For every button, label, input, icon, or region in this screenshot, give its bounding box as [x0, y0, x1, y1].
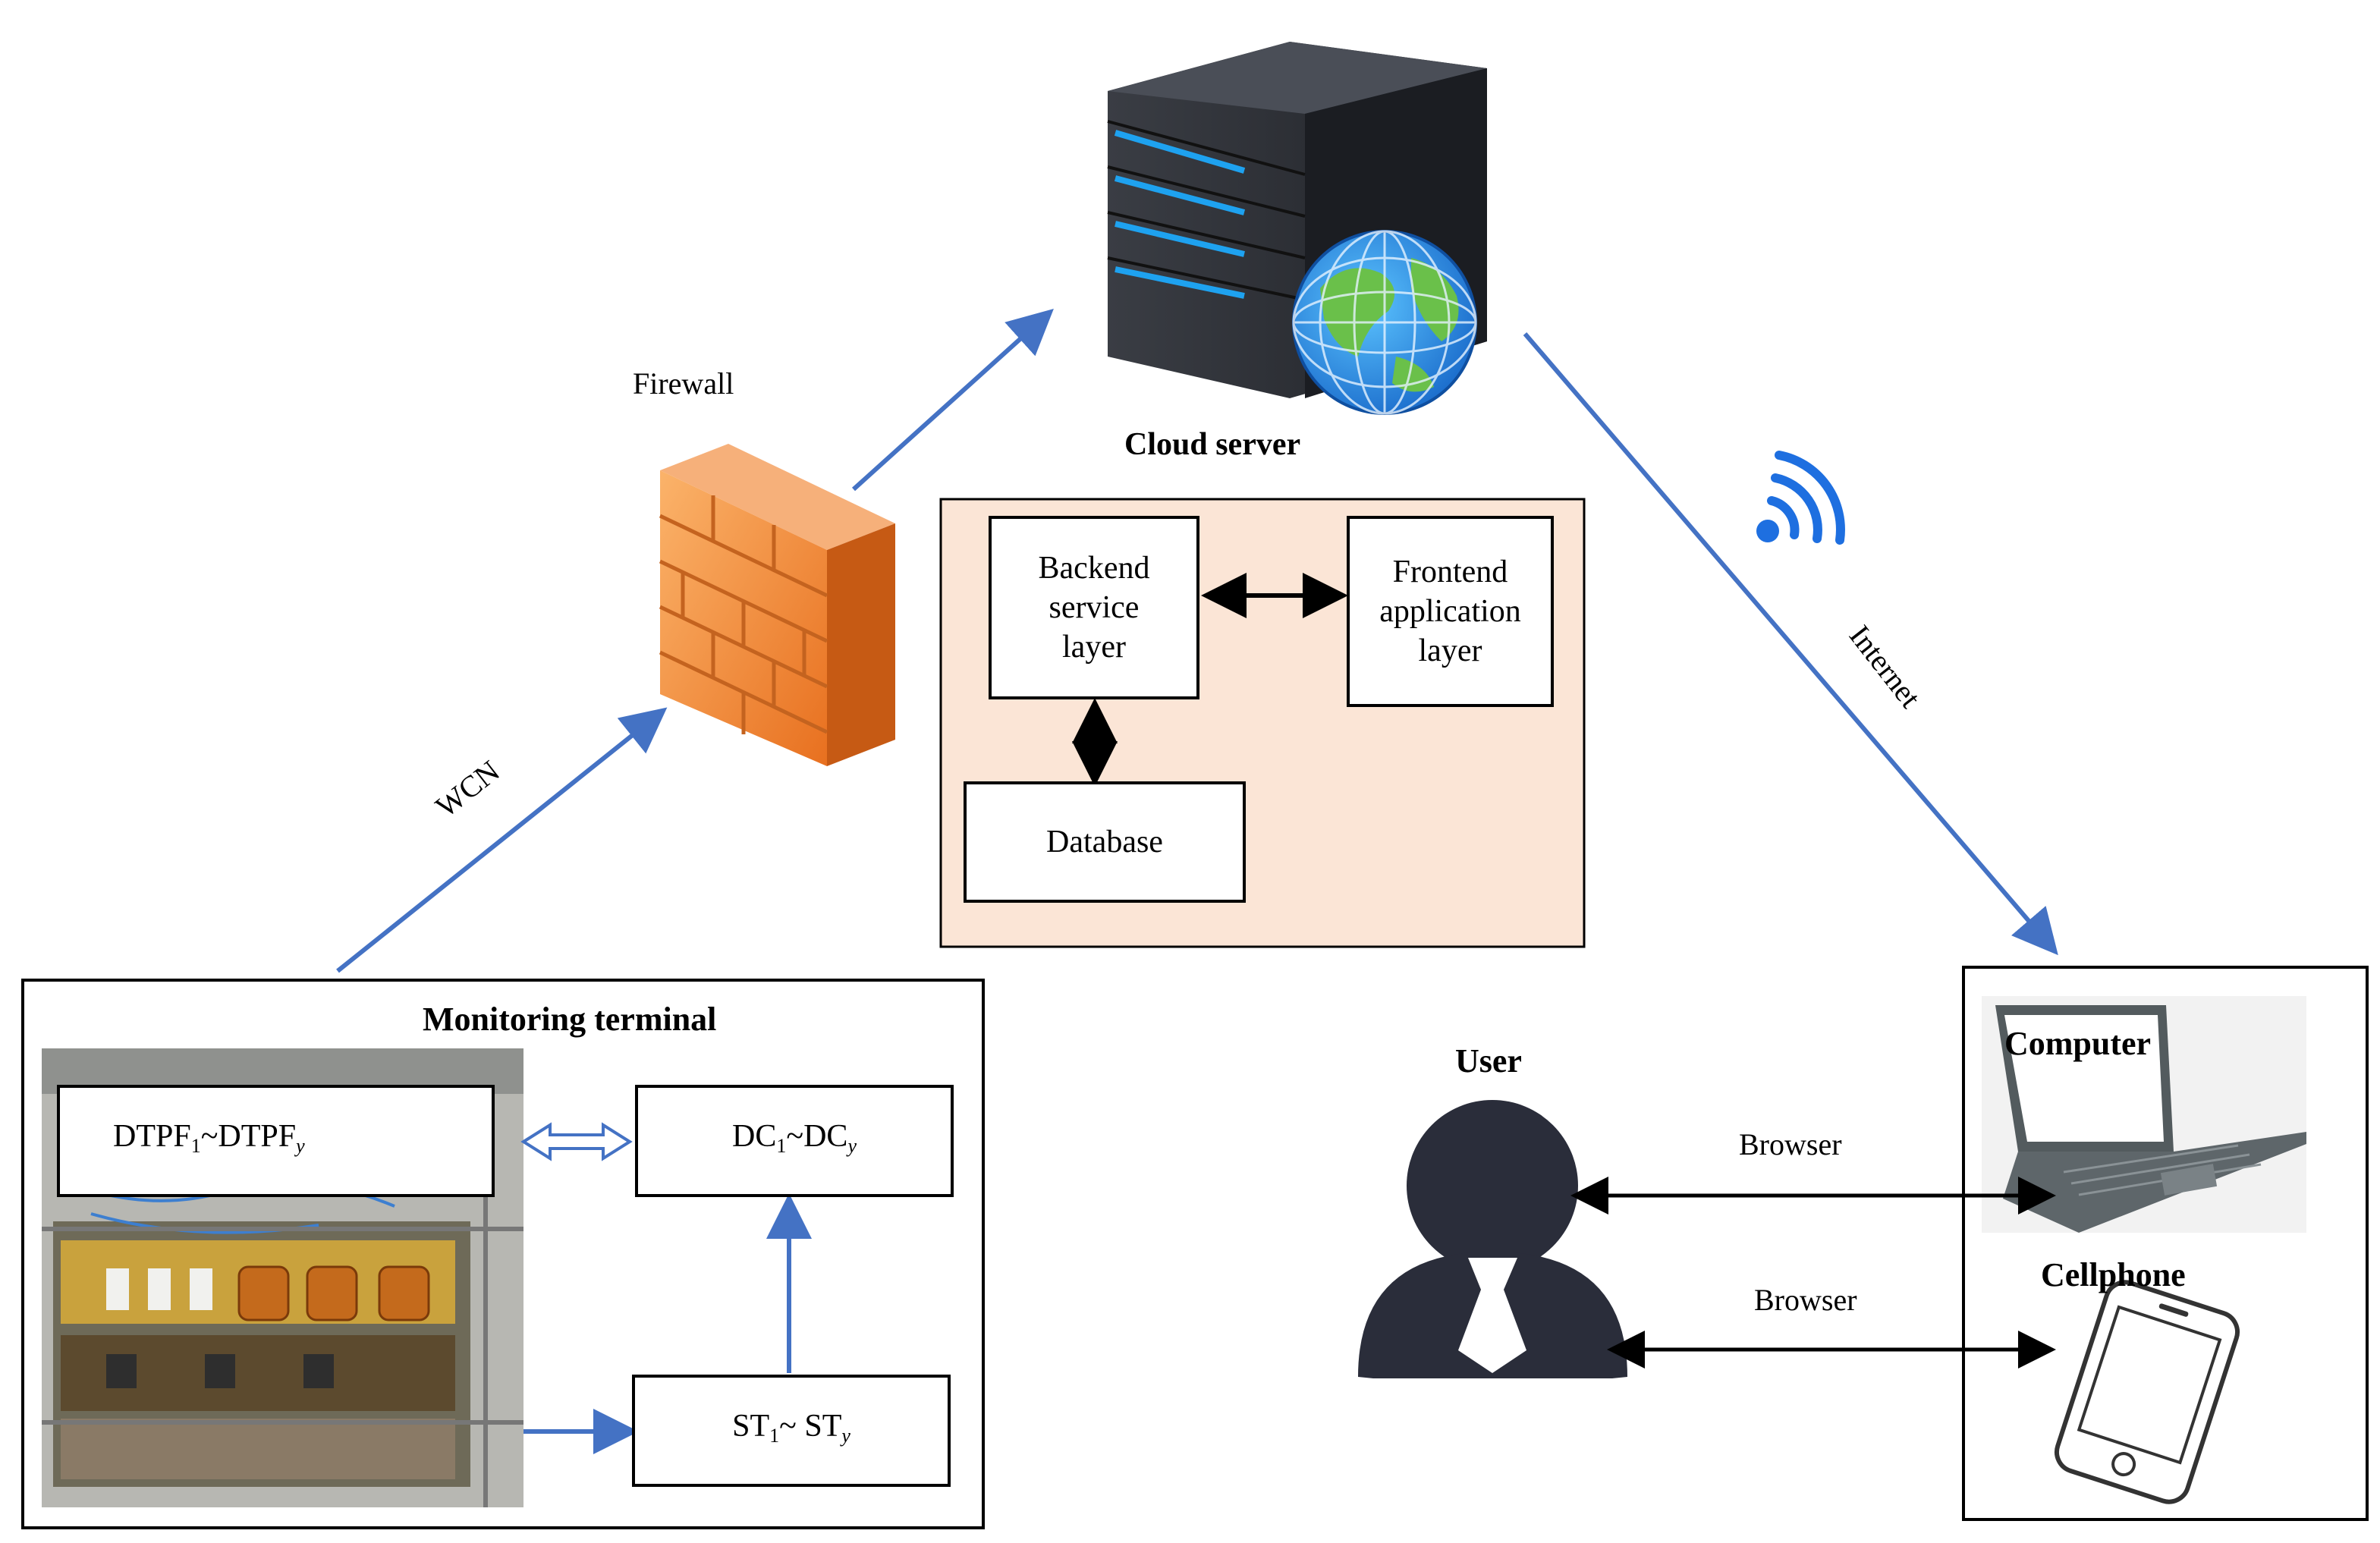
browser-label-1: Browser	[1739, 1127, 1842, 1161]
firewall-label: Firewall	[633, 366, 734, 401]
backend-line-2: service	[1049, 590, 1140, 625]
internet-label: Internet	[1842, 618, 1928, 715]
frontend-line-1: Frontend	[1392, 555, 1508, 589]
browser-label-2: Browser	[1754, 1283, 1857, 1317]
st-box: ST1~ STy	[632, 1375, 951, 1487]
dtpf-dc-double-arrow	[520, 1122, 633, 1161]
firewall-to-server-arrow	[851, 308, 1054, 492]
computer-label: Computer	[2004, 1025, 2152, 1062]
wcn-arrow	[336, 707, 668, 973]
phone-icon	[2054, 1280, 2240, 1504]
frontend-line-2: application	[1379, 594, 1521, 629]
backend-service-layer-box: Backend service layer	[989, 516, 1199, 699]
dtpf-label: DTPF1~DTPFy	[113, 1118, 305, 1157]
monitoring-terminal-title: Monitoring terminal	[423, 1001, 717, 1038]
frontend-application-layer-box: Frontend application layer	[1347, 516, 1554, 707]
wcn-label: WCN	[429, 753, 506, 825]
frontend-line-3: layer	[1418, 633, 1482, 668]
dc-box: DC1~DCy	[635, 1085, 954, 1197]
globe-icon	[1292, 230, 1477, 415]
cloud-server-title: Cloud server	[1124, 427, 1301, 462]
database-box: Database	[964, 781, 1246, 903]
dc-label: DC1~DCy	[732, 1118, 857, 1157]
backend-line-3: layer	[1062, 630, 1126, 665]
user-label: User	[1455, 1042, 1522, 1079]
user-icon	[1358, 1100, 1627, 1378]
wifi-icon	[1756, 451, 1845, 545]
backend-line-1: Backend	[1038, 551, 1150, 586]
st-label: ST1~ STy	[732, 1408, 850, 1447]
dtpf-box: DTPF1~DTPFy	[57, 1085, 495, 1197]
database-label: Database	[1046, 825, 1163, 859]
cellphone-label: Cellphone	[2041, 1256, 2186, 1293]
laptop-icon	[1982, 996, 2306, 1233]
firewall-icon	[659, 444, 895, 766]
internet-arrow	[1523, 332, 2058, 956]
